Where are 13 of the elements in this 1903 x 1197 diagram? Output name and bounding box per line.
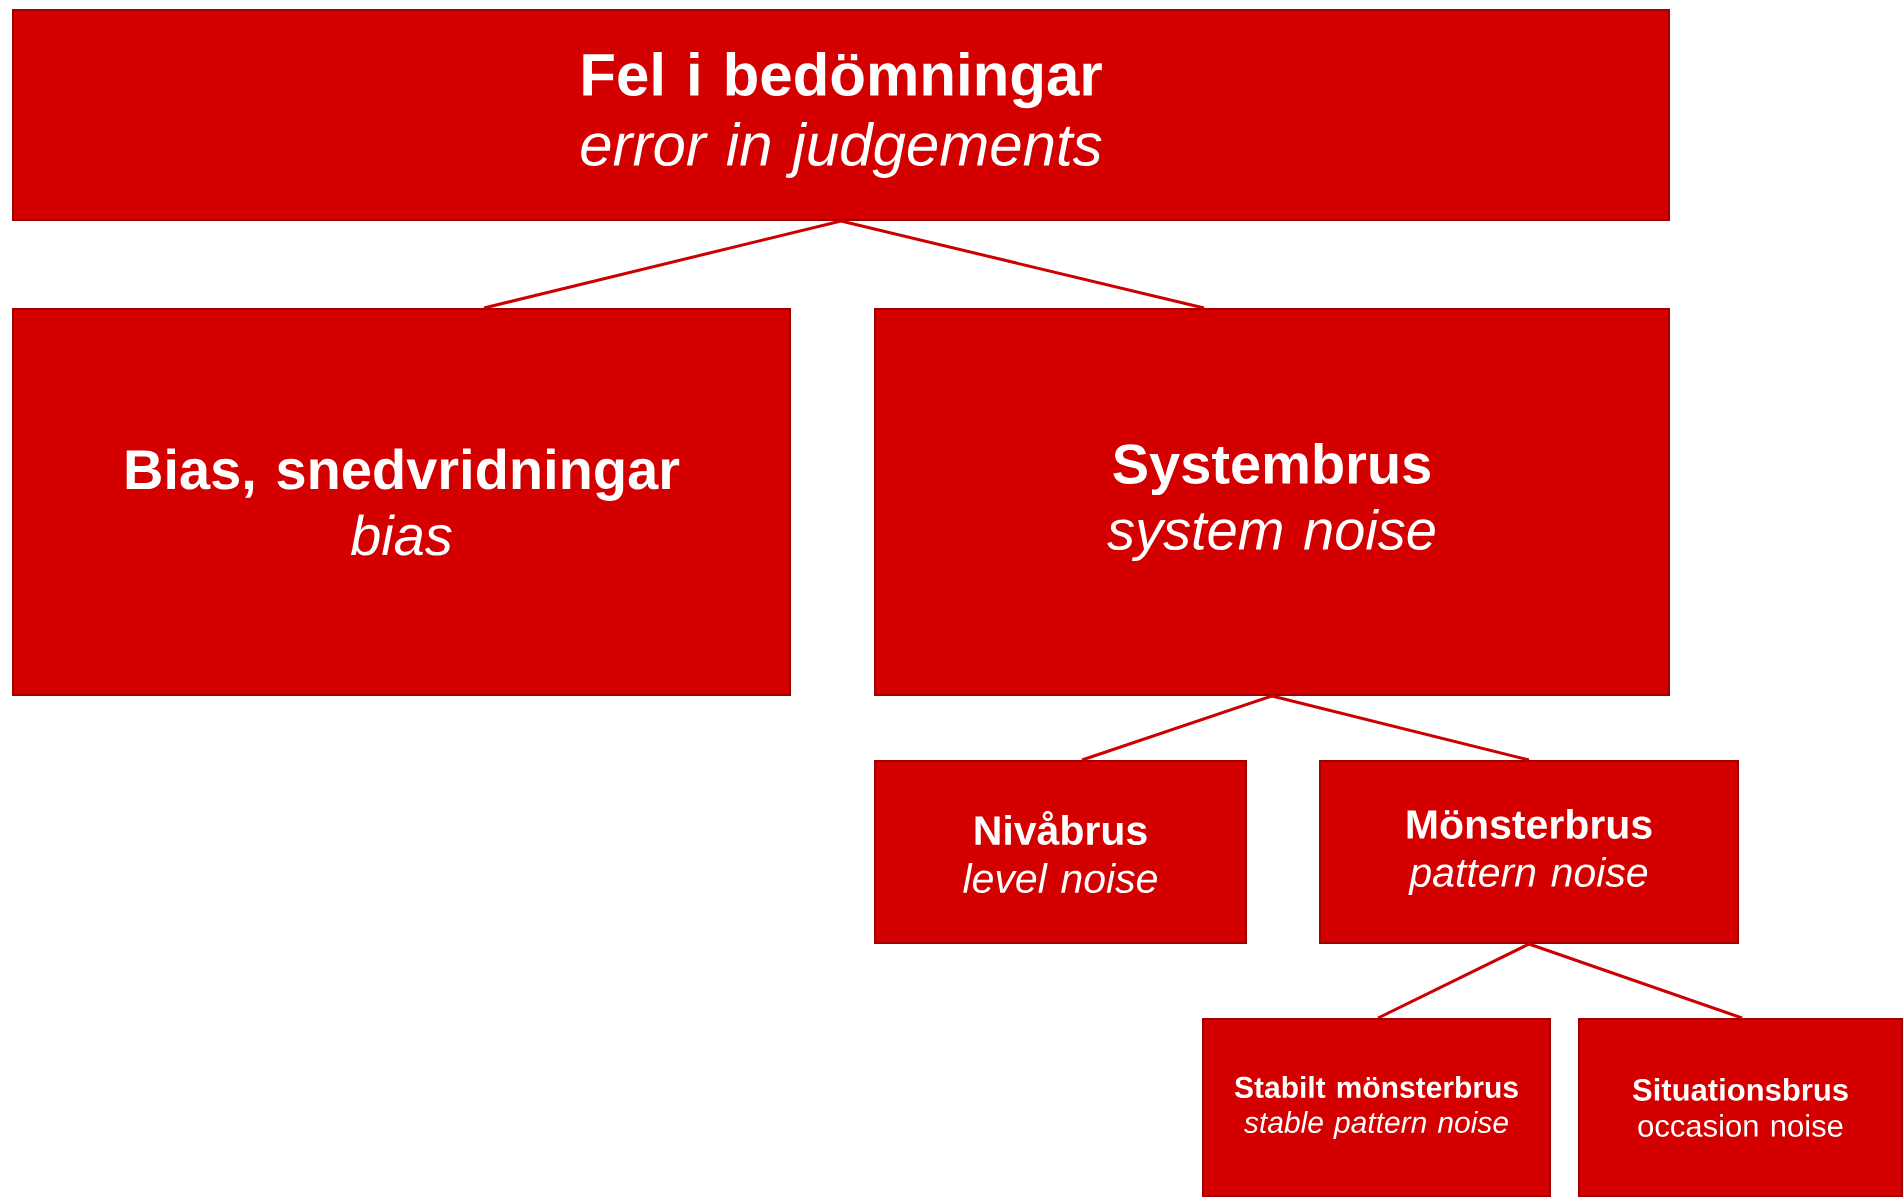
connector-line	[1528, 942, 1743, 1020]
category-box: Nivåbrus level noise	[874, 760, 1247, 944]
connector-line	[840, 219, 1205, 310]
category-box: Stabilt mönsterbrus stable pattern noise	[1202, 1018, 1551, 1197]
connector-line	[483, 219, 842, 310]
connector-line	[1271, 694, 1530, 762]
category-box: Situationsbrus occasion noise	[1578, 1018, 1903, 1197]
connector-line	[1377, 942, 1530, 1020]
category-box: Mönsterbrus pattern noise	[1319, 760, 1739, 944]
category-box: Fel i bedömningar error in judgements	[12, 9, 1670, 221]
category-box: Systembrus system noise	[874, 308, 1670, 696]
connector-line	[1081, 694, 1273, 762]
category-box: Bias, snedvridningar bias	[12, 308, 791, 696]
